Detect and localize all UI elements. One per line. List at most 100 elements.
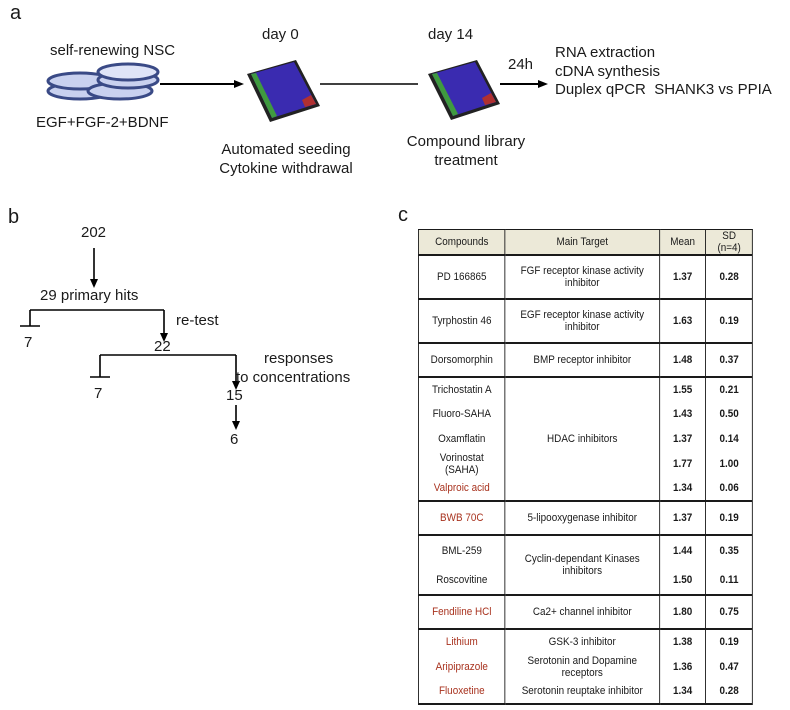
sd-value: 0.35 xyxy=(705,534,753,565)
day14-label: day 14 xyxy=(428,26,474,43)
compound-table: Compounds Main Target Mean SD (n=4) PD 1… xyxy=(417,229,753,705)
cells-label: self-renewing NSC xyxy=(50,42,176,59)
compound-name: Fluoxetine xyxy=(417,679,506,705)
sd-value: 0.75 xyxy=(705,594,753,629)
sd-value: 0.37 xyxy=(705,342,753,377)
compound-name: Valproic acid xyxy=(417,476,506,501)
step-duplex-qpcr: Duplex qPCR SHANK3 vs PPIA xyxy=(555,81,772,98)
main-target-line: inhibitor xyxy=(564,277,600,289)
mean-value: 1.37 xyxy=(658,254,707,299)
mean-value: 1.55 xyxy=(658,376,707,401)
compound-name: BWB 70C xyxy=(417,500,506,535)
main-target: Cyclin-dependant Kinases inhibitors xyxy=(504,534,660,595)
main-target: Serotonin reuptake inhibitor xyxy=(504,679,660,705)
sd-value: 1.00 xyxy=(705,451,753,476)
main-target-line: BMP receptor inhibitor xyxy=(533,354,632,366)
seeding-caption: Automated seeding Cytokine withdrawal xyxy=(216,140,356,178)
main-target: Ca2+ channel inhibitor xyxy=(504,594,660,629)
main-target-line: Cyclin-dependant Kinases inhibitors xyxy=(524,553,640,577)
header-main-target: Main Target xyxy=(504,229,660,256)
main-target-line: Ca2+ channel inhibitor xyxy=(532,606,632,618)
main-target-line: 5-lipooxygenase inhibitor xyxy=(527,512,637,524)
main-target-line: inhibitor xyxy=(564,321,600,333)
sd-value: 0.06 xyxy=(705,476,753,501)
mean-value: 1.34 xyxy=(658,679,707,705)
header-compounds: Compounds xyxy=(417,229,506,256)
main-target: 5-lipooxygenase inhibitor xyxy=(504,500,660,535)
mean-value: 1.37 xyxy=(658,500,707,535)
compound-name: Trichostatin A xyxy=(417,376,506,401)
compound-name: Fluoro-SAHA xyxy=(417,401,506,426)
sd-value: 0.19 xyxy=(705,628,753,654)
plate-day14-icon xyxy=(428,60,500,120)
main-target-line: FGF receptor kinase activity xyxy=(520,265,644,277)
tree-drop2: 7 xyxy=(94,385,103,402)
media-label: EGF+FGF-2+BDNF xyxy=(36,114,169,131)
compound-name: PD 166865 xyxy=(417,254,506,299)
seeding-line2: Cytokine withdrawal xyxy=(219,160,353,177)
main-target: GSK-3 inhibitor xyxy=(504,628,660,654)
downstream-steps: RNA extraction cDNA synthesis Duplex qPC… xyxy=(555,44,772,100)
mean-value: 1.50 xyxy=(658,565,707,595)
header-mean: Mean xyxy=(658,229,707,256)
mean-value: 1.44 xyxy=(658,534,707,565)
time-label: 24h xyxy=(508,56,534,73)
mean-value: 1.43 xyxy=(658,401,707,426)
sd-value: 0.14 xyxy=(705,426,753,451)
tree-drop1: 7 xyxy=(24,334,33,351)
tree-responses-line2: to concentrations xyxy=(236,369,351,386)
panel-c-letter: c xyxy=(398,204,408,226)
tree-after-retest: 22 xyxy=(154,338,171,355)
sd-value: 0.47 xyxy=(705,654,753,679)
tree-start-count: 202 xyxy=(81,224,107,241)
mean-value: 1.48 xyxy=(658,342,707,377)
sd-value: 0.50 xyxy=(705,401,753,426)
compound-name: Fendiline HCl xyxy=(417,594,506,629)
compound-name: Lithium xyxy=(417,628,506,654)
culture-dishes-icon xyxy=(46,62,160,101)
step-rna-extraction: RNA extraction xyxy=(555,44,656,61)
mean-value: 1.38 xyxy=(658,628,707,654)
sd-value: 0.28 xyxy=(705,679,753,705)
header-sd: SD (n=4) xyxy=(705,229,753,256)
step-cdna-synthesis: cDNA synthesis xyxy=(555,62,661,80)
mean-value: 1.80 xyxy=(658,594,707,629)
mean-value: 1.77 xyxy=(658,451,707,476)
day0-label: day 0 xyxy=(262,26,299,43)
tree-after-conc: 15 xyxy=(226,387,243,404)
compound-name: Aripiprazole xyxy=(417,654,506,679)
library-caption: Compound library treatment xyxy=(396,132,536,170)
main-target-line: HDAC inhibitors xyxy=(547,433,618,445)
compound-name: Oxamflatin xyxy=(417,426,506,451)
sd-value: 0.21 xyxy=(705,376,753,401)
mean-value: 1.34 xyxy=(658,476,707,501)
plate-day0-icon xyxy=(247,60,320,122)
main-target-line: EGF receptor kinase activity xyxy=(520,309,645,321)
sd-value: 0.11 xyxy=(705,565,753,595)
tree-primary-hits: 29 primary hits xyxy=(40,287,139,304)
seeding-line1: Automated seeding xyxy=(221,141,351,158)
compound-name: Dorsomorphin xyxy=(417,342,506,377)
table-header-row: Compounds Main Target Mean SD (n=4) xyxy=(417,229,753,256)
panel-b-letter: b xyxy=(8,206,20,228)
mean-value: 1.37 xyxy=(658,426,707,451)
main-target: BMP receptor inhibitor xyxy=(504,342,660,377)
sd-value: 0.19 xyxy=(705,500,753,535)
mean-value: 1.36 xyxy=(658,654,707,679)
